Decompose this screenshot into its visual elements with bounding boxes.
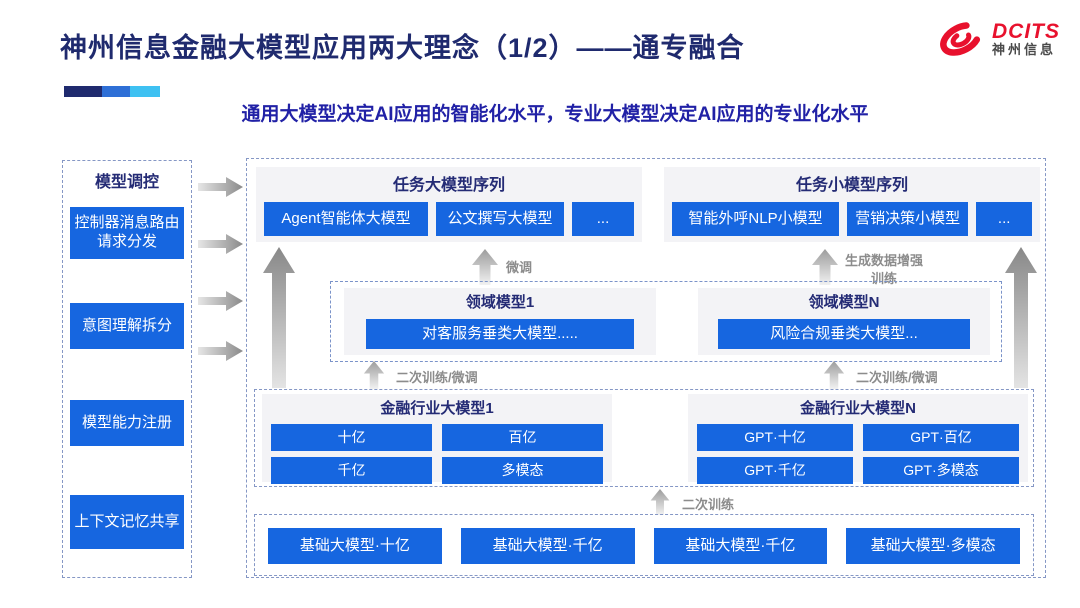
- domain-model-group-n: 领域模型N 风险合规垂类大模型...: [698, 288, 990, 355]
- model-chip-document-writing: 公文撰写大模型: [436, 202, 564, 236]
- sidebar-item-intent-split: 意图理解拆分: [70, 303, 184, 349]
- model-chip-marketing-decision: 营销决策小模型: [847, 202, 969, 236]
- up-arrow-icon: [1005, 247, 1037, 388]
- up-arrow-small-icon: [472, 249, 498, 285]
- sidebar-panel: [62, 160, 192, 578]
- sidebar-item-context-memory: 上下文记忆共享: [70, 495, 184, 549]
- model-chip-ellipsis: ...: [976, 202, 1032, 236]
- model-chip-base-100b: 基础大模型·千亿: [460, 528, 635, 564]
- model-chip-gpt-multimodal: GPT·多模态: [863, 457, 1019, 484]
- task-small-model-group: 任务小模型序列 智能外呼NLP小模型 营销决策小模型 ...: [664, 167, 1040, 242]
- model-chip-gpt-1b: GPT·十亿: [697, 424, 853, 451]
- right-arrow-icon: [198, 290, 244, 312]
- right-arrow-icon: [198, 233, 244, 255]
- model-chip-risk-compliance: 风险合规垂类大模型...: [718, 319, 970, 349]
- main-frame: [246, 158, 1046, 578]
- right-arrow-icon: [198, 176, 244, 198]
- model-chip-customer-service: 对客服务垂类大模型.....: [365, 319, 635, 349]
- up-arrow-icon: [263, 247, 295, 388]
- domain-model-group-1: 领域模型1 对客服务垂类大模型.....: [344, 288, 656, 355]
- arrow-label-retrain-finetune: 二次训练/微调: [856, 370, 938, 385]
- accent-bar-cyan: [130, 86, 160, 97]
- domain-model-1-title: 领域模型1: [465, 294, 535, 311]
- model-chip-base-multimodal: 基础大模型·多模态: [846, 528, 1020, 564]
- accent-bar: [64, 86, 160, 97]
- arrow-label-retrain: 二次训练: [682, 497, 735, 512]
- logo-swirl-icon: [936, 18, 986, 60]
- sidebar-item-capability-register: 模型能力注册: [70, 400, 184, 446]
- arrow-label-retrain-finetune: 二次训练/微调: [396, 370, 478, 385]
- up-arrow-small-icon: [647, 489, 673, 515]
- task-small-model-title: 任务小模型序列: [795, 177, 908, 194]
- model-chip-multimodal: 多模态: [442, 457, 603, 484]
- logo-brand-cn: 神州信息: [992, 42, 1057, 58]
- page-title: 神州信息金融大模型应用两大理念（1/2）——通专融合: [60, 33, 745, 63]
- slide-subtitle: 通用大模型决定AI应用的智能化水平，专业大模型决定AI应用的专业化水平: [241, 104, 869, 125]
- accent-bar-navy: [64, 86, 102, 97]
- arrow-label-fine-tune: 微调: [506, 260, 533, 275]
- model-chip-base-100b-2: 基础大模型·千亿: [653, 528, 828, 564]
- model-chip-gpt-10b: GPT·百亿: [863, 424, 1019, 451]
- task-large-model-group: 任务大模型序列 Agent智能体大模型 公文撰写大模型 ...: [256, 167, 642, 242]
- industry-model-1-title: 金融行业大模型1: [380, 400, 494, 417]
- base-model-frame: 基础大模型·十亿 基础大模型·千亿 基础大模型·千亿 基础大模型·多模态: [254, 514, 1034, 576]
- model-chip-10b: 百亿: [442, 424, 603, 451]
- industry-model-n-title: 金融行业大模型N: [800, 400, 916, 417]
- accent-bar-blue: [102, 86, 130, 97]
- model-chip-base-1b: 基础大模型·十亿: [268, 528, 442, 564]
- task-large-model-title: 任务大模型序列: [392, 177, 505, 194]
- model-chip-1b: 十亿: [271, 424, 432, 451]
- model-chip-outbound-nlp: 智能外呼NLP小模型: [672, 202, 840, 236]
- domain-model-frame: [330, 281, 1002, 362]
- up-arrow-small-icon: [822, 361, 846, 389]
- model-chip-100b: 千亿: [271, 457, 432, 484]
- up-arrow-small-icon: [812, 249, 838, 285]
- sidebar-item-controller-routing: 控制器消息路由请求分发: [70, 207, 184, 259]
- model-chip-ellipsis: ...: [572, 202, 634, 236]
- logo-brand: DCITS: [992, 20, 1060, 44]
- model-chip-agent: Agent智能体大模型: [264, 202, 428, 236]
- industry-model-group-n: 金融行业大模型N GPT·十亿 GPT·百亿 GPT·千亿 GPT·多模态: [688, 394, 1028, 484]
- right-arrow-icon: [198, 340, 244, 362]
- model-chip-gpt-100b: GPT·千亿: [697, 457, 853, 484]
- dcits-logo: DCITS 神州信息: [936, 18, 1060, 60]
- industry-model-frame: [254, 389, 1034, 487]
- up-arrow-small-icon: [362, 361, 386, 389]
- sidebar-title: 模型调控: [94, 174, 159, 191]
- industry-model-group-1: 金融行业大模型1 十亿 百亿 千亿 多模态: [262, 394, 612, 484]
- domain-model-n-title: 领域模型N: [808, 294, 880, 311]
